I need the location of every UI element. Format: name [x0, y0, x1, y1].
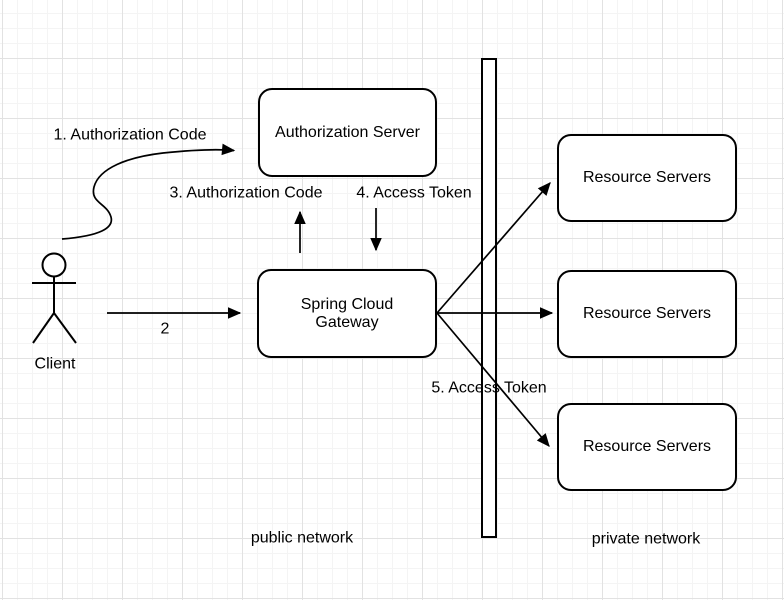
- node-resource-servers-2[interactable]: Resource Servers: [557, 270, 737, 358]
- edge-label-step3[interactable]: 3. Authorization Code: [169, 184, 323, 202]
- node-resource-servers-1[interactable]: Resource Servers: [557, 134, 737, 222]
- node-label: Resource Servers: [582, 305, 712, 322]
- edge-label-step5[interactable]: 5. Access Token: [431, 379, 547, 397]
- zone-label-public-network[interactable]: public network: [250, 529, 354, 547]
- node-label: Authorization Server: [275, 123, 420, 141]
- edge-label-step2[interactable]: 2: [160, 320, 170, 338]
- node-label: Spring Cloud Gateway: [300, 295, 394, 331]
- client-label[interactable]: Client: [34, 355, 76, 373]
- network-boundary-divider[interactable]: [481, 58, 497, 538]
- node-spring-cloud-gateway[interactable]: Spring Cloud Gateway: [257, 269, 437, 358]
- zone-label-private-network[interactable]: private network: [591, 530, 701, 548]
- node-authorization-server[interactable]: Authorization Server: [258, 88, 437, 177]
- node-label: Resource Servers: [582, 438, 712, 455]
- actor-icon[interactable]: [32, 252, 77, 344]
- node-resource-servers-3[interactable]: Resource Servers: [557, 403, 737, 491]
- edge-label-step1[interactable]: 1. Authorization Code: [53, 126, 207, 144]
- edge-label-step4[interactable]: 4. Access Token: [356, 184, 472, 202]
- node-label: Resource Servers: [582, 169, 712, 186]
